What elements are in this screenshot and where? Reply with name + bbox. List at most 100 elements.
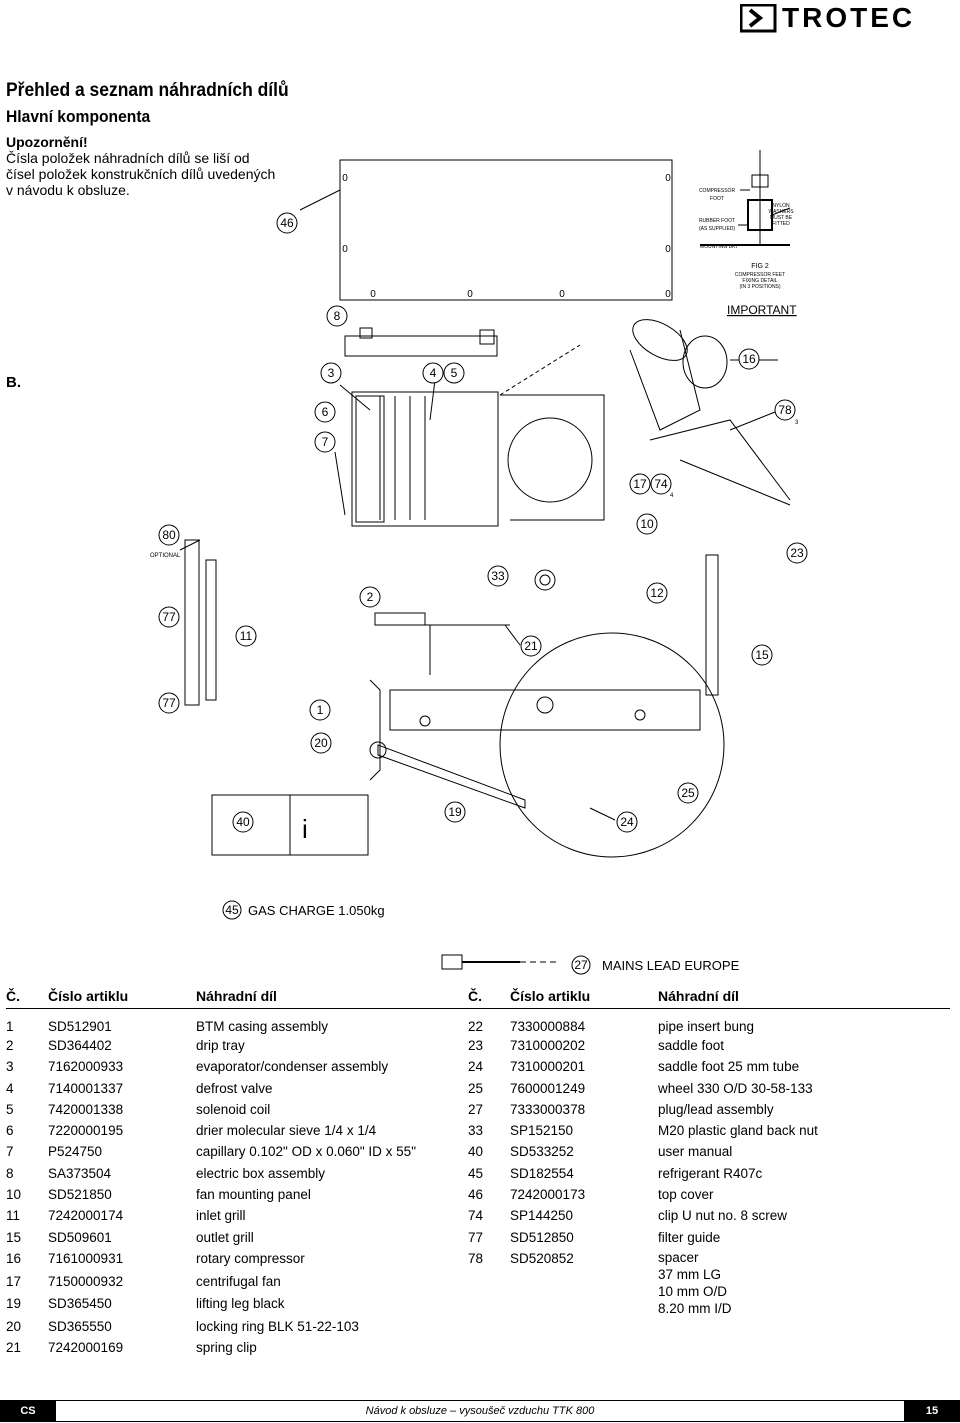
table-cell: 7310000202 (510, 1038, 586, 1053)
table-cell: drier molecular sieve 1/4 x 1/4 (196, 1123, 377, 1139)
table-cell: 33 (468, 1123, 484, 1139)
table-cell: 1 (6, 1019, 14, 1034)
svg-text:15: 15 (755, 648, 769, 662)
svg-text:7: 7 (322, 435, 329, 449)
table-cell: wheel 330 O/D 30-58-133 (658, 1080, 813, 1096)
table-cell: 78 (468, 1250, 484, 1266)
callout-7: 7 (314, 431, 336, 453)
gas-charge-label: GAS CHARGE 1.050kg (248, 903, 385, 918)
col-article: Číslo artiklu (48, 984, 196, 1009)
mains-lead-label: MAINS LEAD EUROPE (602, 958, 740, 973)
table-cell: locking ring BLK 51-22-103 (196, 1318, 359, 1334)
table-cell: 45 (468, 1165, 484, 1181)
table-cell: 25 (468, 1080, 484, 1096)
svg-text:74: 74 (654, 477, 668, 491)
table-cell: 7 (6, 1144, 14, 1160)
callout-6: 6 (314, 401, 336, 423)
table-cell: SD533252 (510, 1144, 574, 1160)
svg-text:3: 3 (795, 420, 799, 426)
table-cell: 5 (6, 1101, 14, 1117)
svg-text:MUST BE: MUST BE (770, 215, 793, 221)
svg-text:0: 0 (370, 289, 376, 300)
table-cell: filter guide (658, 1229, 721, 1245)
svg-text:0: 0 (665, 289, 671, 300)
table-cell: plug/lead assembly (658, 1101, 774, 1117)
table-cell (468, 1272, 510, 1295)
table-cell: drip tray (196, 1038, 245, 1053)
callout-25: 25 (677, 782, 699, 804)
svg-text:80: 80 (162, 528, 176, 542)
svg-text:19: 19 (448, 805, 462, 819)
table-cell (510, 1272, 658, 1295)
svg-text:FIXING DETAIL: FIXING DETAIL (742, 278, 777, 284)
table-cell: refrigerant R407c (658, 1165, 763, 1181)
table-cell: 20 (6, 1318, 22, 1334)
svg-text:0: 0 (665, 173, 671, 184)
callout-10: 10 (636, 513, 658, 535)
table-cell: user manual (658, 1144, 733, 1160)
col-no-2: Č. (468, 984, 510, 1009)
callout-77a: 77 (158, 606, 180, 628)
svg-text:16: 16 (742, 352, 756, 366)
svg-text:FITTED: FITTED (772, 221, 790, 227)
callout-3: 3 (320, 362, 342, 384)
table-cell: SD520852 (510, 1250, 574, 1266)
svg-text:2: 2 (367, 590, 374, 604)
callout-17: 17 (629, 473, 651, 495)
table-cell: SD509601 (48, 1229, 112, 1245)
table-cell: pipe insert bung (658, 1019, 755, 1034)
svg-text:33: 33 (491, 569, 505, 583)
table-cell: 74 (468, 1208, 484, 1224)
table-cell: 8 (6, 1165, 14, 1181)
table-cell: outlet grill (196, 1229, 254, 1245)
svg-text:0: 0 (467, 289, 473, 300)
svg-text:8: 8 (334, 309, 341, 323)
table-cell: evaporator/condenser assembly (196, 1059, 389, 1075)
table-cell: fan mounting panel (196, 1187, 311, 1203)
table-cell: SD182554 (510, 1165, 574, 1181)
table-cell: saddle foot 25 mm tube (658, 1059, 800, 1075)
table-cell: spring clip (196, 1340, 257, 1356)
warning-label: Upozornění! (6, 134, 88, 150)
table-cell: SD512901 (48, 1019, 112, 1034)
table-cell: centrifugal fan (196, 1273, 281, 1289)
svg-text:COMPRESSOR: COMPRESSOR (699, 188, 736, 194)
table-cell: 7150000932 (48, 1273, 124, 1289)
svg-text:5: 5 (451, 366, 458, 380)
svg-text:24: 24 (620, 815, 634, 829)
table-cell (510, 1294, 658, 1317)
table-cell: 10 (6, 1187, 22, 1203)
table-cell: 7310000201 (510, 1059, 586, 1075)
table-cell: 7242000169 (48, 1340, 124, 1356)
callout-33: 33 (487, 565, 509, 587)
table-cell: 7242000174 (48, 1208, 124, 1224)
col-part: Náhradní díl (196, 984, 468, 1009)
table-row: 17 7150000932 centrifugal fan (6, 1272, 950, 1295)
svg-text:(IN 3 POSITIONS): (IN 3 POSITIONS) (739, 284, 780, 290)
table-cell: 6 (6, 1123, 14, 1139)
table-cell: SD365450 (48, 1296, 112, 1312)
table-cell: SD364402 (48, 1038, 112, 1053)
optional-label: OPTIONAL (150, 553, 181, 559)
logo-mark-icon (739, 3, 777, 33)
svg-text:11: 11 (240, 629, 253, 643)
table-cell: lifting leg black (196, 1296, 285, 1312)
callout-19: 19 (444, 801, 466, 823)
svg-text:4: 4 (430, 366, 437, 380)
svg-text:17: 17 (633, 477, 647, 491)
table-cell: 17 (6, 1273, 22, 1289)
svg-text:77: 77 (162, 610, 176, 624)
callout-1: 1 (309, 699, 331, 721)
svg-text:77: 77 (162, 696, 176, 710)
table-cell: 27 (468, 1101, 484, 1117)
table-cell: 22 (468, 1019, 484, 1034)
trotec-logo: TROTEC (739, 2, 956, 33)
callout-2: 2 (359, 586, 381, 608)
exploded-diagram: 46 8 3 4 5 16 6 78 7 17 74 80 10 23 33 2… (6, 150, 808, 975)
